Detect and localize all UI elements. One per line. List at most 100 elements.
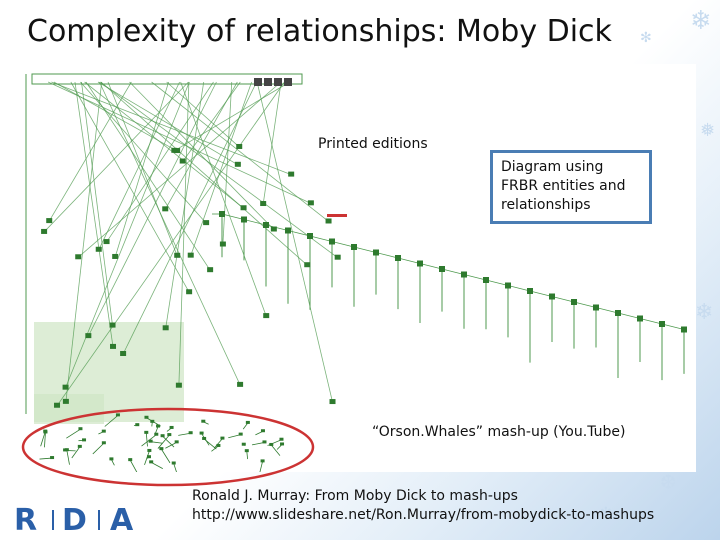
graph-edge (221, 213, 245, 220)
snowflake-icon: ❄ (695, 300, 714, 325)
snowflake-icon: ❅ (700, 120, 716, 141)
graph-node (199, 431, 204, 435)
graph-node (327, 214, 347, 217)
graph-edge (463, 274, 487, 281)
graph-node (593, 304, 599, 311)
graph-node (244, 449, 249, 453)
graph-node (109, 457, 114, 461)
rda-logo: R D A (14, 503, 144, 538)
graph-edge (256, 81, 333, 403)
graph-node (120, 350, 127, 356)
graph-node (64, 448, 69, 452)
graph-node (264, 78, 272, 86)
graph-node (240, 205, 247, 211)
graph-edge (87, 81, 217, 337)
graph-node (307, 233, 313, 239)
source-url[interactable]: http://www.slideshare.net/Ron.Murray/fro… (192, 507, 655, 523)
graph-node (245, 420, 250, 424)
graph-node (187, 252, 194, 258)
graph-node (395, 255, 401, 261)
graph-node (175, 382, 182, 388)
graph-node (162, 206, 169, 212)
graph-edge (661, 323, 685, 330)
graph-node (439, 266, 445, 272)
graph-edge (145, 432, 148, 447)
graph-edge (353, 246, 377, 253)
graph-edge (617, 312, 641, 319)
graph-edge (51, 81, 292, 175)
graph-node (167, 433, 172, 437)
graph-node (174, 440, 179, 444)
graph-edge (222, 81, 233, 245)
diagram-edges (25, 73, 685, 472)
graph-node (149, 460, 154, 464)
graph-node (263, 313, 270, 319)
graph-edge (174, 81, 290, 152)
graph-edge (114, 81, 169, 258)
graph-node (85, 333, 92, 339)
graph-edge (419, 263, 443, 270)
graph-node (549, 293, 555, 300)
graph-node (615, 310, 621, 316)
graph-node (637, 315, 643, 322)
graph-node (285, 227, 291, 234)
graph-node (156, 424, 161, 428)
graph-edge (43, 81, 189, 233)
graph-node (216, 443, 221, 447)
graph-node (171, 147, 178, 153)
credit-line: Ronald J. Murray: From Moby Dick to mash… (192, 488, 518, 504)
graph-edge (180, 81, 267, 317)
graph-node (159, 447, 164, 451)
svg-text:A: A (110, 506, 134, 532)
graph-edge (99, 81, 241, 386)
graph-edge (129, 459, 138, 472)
graph-node (54, 402, 61, 408)
graph-node (62, 398, 69, 404)
graph-node (263, 222, 269, 228)
graph-edge (74, 81, 114, 347)
graph-edge (178, 81, 190, 386)
graph-edge (259, 461, 263, 472)
graph-edge (129, 81, 275, 230)
graph-edge (122, 81, 257, 355)
graph-edge (243, 219, 267, 226)
graph-edge (485, 279, 509, 286)
graph-edge (31, 73, 303, 85)
graph-node (109, 322, 116, 328)
graph-node (270, 226, 277, 232)
graph-node (154, 432, 159, 436)
graph-edge (81, 81, 113, 326)
graph-node (150, 419, 155, 423)
graph-node (101, 441, 106, 445)
frbr-diagram: Printed editions Diagram using FRBR enti… (22, 64, 696, 472)
graph-node (174, 252, 181, 258)
graph-node (135, 423, 140, 427)
graph-edge (639, 318, 663, 325)
graph-node (334, 254, 341, 260)
graph-node (144, 415, 149, 419)
graph-node (77, 444, 82, 448)
graph-node (41, 228, 48, 234)
snowflake-icon: ❆ (660, 470, 677, 494)
graph-edge (66, 428, 81, 439)
graph-edge (595, 307, 619, 314)
printed-editions-label: Printed editions (318, 136, 428, 152)
graph-node (220, 436, 225, 440)
graph-node (50, 456, 55, 460)
graph-node (82, 438, 87, 442)
graph-node (78, 427, 83, 431)
graph-node (201, 419, 206, 423)
graph-node (110, 343, 117, 349)
graph-edge (161, 448, 171, 464)
graph-edge (265, 224, 289, 231)
graph-node (483, 277, 489, 283)
graph-edge (441, 268, 465, 275)
graph-edge (270, 444, 281, 456)
graph-edge (375, 252, 399, 259)
graph-node (171, 461, 176, 465)
graph-node (112, 253, 119, 259)
graph-node (260, 459, 265, 463)
graph-node (329, 238, 335, 245)
graph-node (75, 254, 82, 260)
graph-edge (97, 81, 239, 166)
